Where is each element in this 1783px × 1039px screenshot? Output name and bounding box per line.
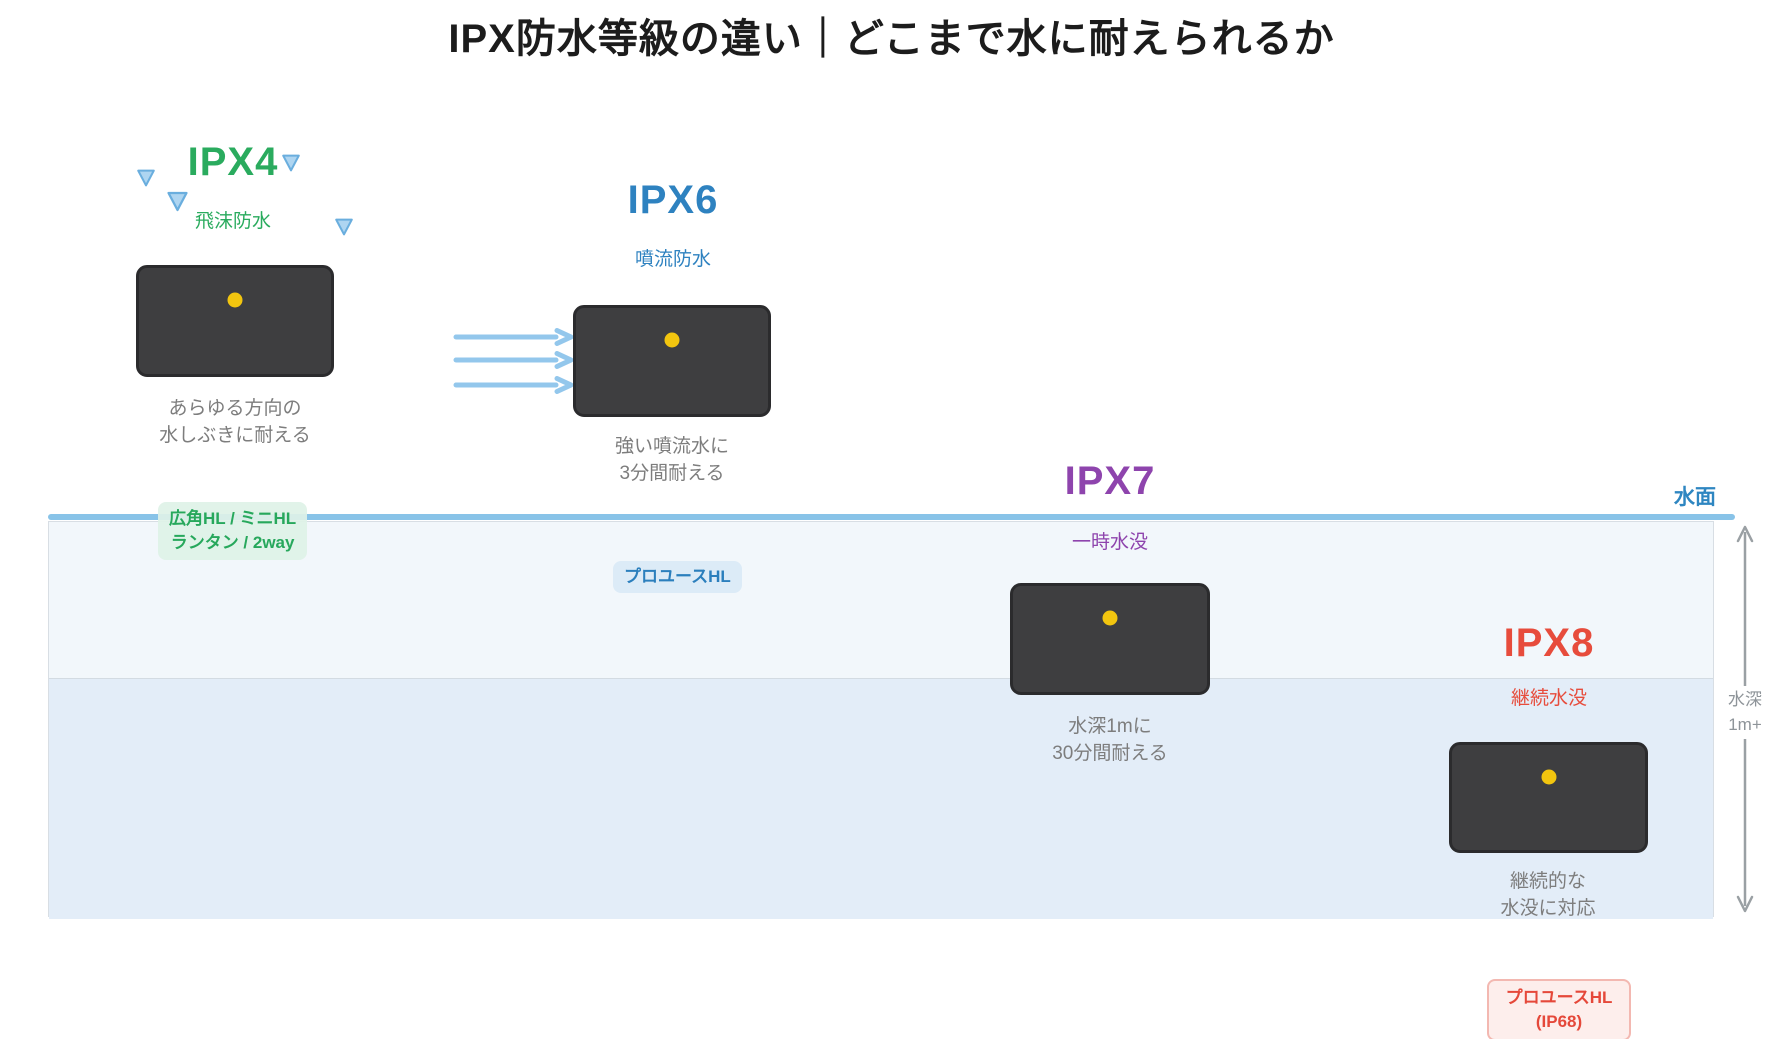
water-droplet-icon [137, 169, 155, 187]
page-title: IPX防水等級の違い｜どこまで水に耐えられるか [448, 17, 1335, 61]
water-jet-arrow-icon [453, 351, 574, 369]
ipx4-products-badge: 広角HL / ミニHL ランタン / 2way [158, 502, 308, 560]
water-droplet-icon [335, 218, 353, 236]
ipx7-type-label: 一時水没 [1071, 532, 1148, 553]
water-jet-arrow-icon [453, 376, 574, 394]
ipx7-caption: 水深1mに 30分間耐える [1000, 714, 1220, 768]
ipx4-headlamp-device [136, 265, 334, 377]
depth-label: 水深 1m+ [1716, 686, 1774, 740]
water-deep-layer [49, 678, 1713, 919]
ipx6-headlamp-device [573, 305, 771, 417]
depth-label-line2: 1m+ [1728, 714, 1762, 734]
ipx7-caption-line2: 30分間耐える [1052, 742, 1168, 764]
ipx7-headlamp-device [1010, 583, 1210, 695]
depth-label-line1: 水深 [1728, 690, 1762, 709]
ipx6-products-line1: プロユースHL [624, 567, 731, 586]
ipx8-lamp-lens-icon [1541, 769, 1556, 784]
ipx6-type-label: 噴流防水 [634, 249, 711, 270]
ipx6-heading: IPX6 [627, 178, 719, 222]
ipx7-lamp-lens-icon [1102, 610, 1118, 626]
ipx4-products-line1: 広角HL / ミニHL [169, 509, 297, 528]
water-jet-arrow-icon [453, 328, 574, 346]
ipx6-caption: 強い噴流水に 3分間耐える [562, 434, 782, 488]
ipx8-products-line1: プロユースHL [1505, 988, 1613, 1007]
ipx7-heading: IPX7 [1064, 459, 1156, 503]
ipx6-caption-line2: 3分間耐える [619, 462, 725, 484]
ipx4-products-line2: ランタン / 2way [170, 532, 295, 552]
water-surface-label: 水面 [1674, 486, 1716, 509]
ipx6-caption-line1: 強い噴流水に [614, 436, 729, 457]
ipx4-lamp-lens-icon [227, 292, 243, 308]
ipx8-products-badge: プロユースHL (IP68) [1487, 979, 1631, 1039]
water-surface-line [48, 514, 1735, 520]
ipx4-heading: IPX4 [187, 140, 279, 184]
ipx8-caption-line1: 継続的な [1509, 871, 1586, 892]
ipx8-products-line2: (IP68) [1535, 1011, 1583, 1031]
ipx6-lamp-lens-icon [664, 332, 680, 348]
ipx8-headlamp-device [1449, 742, 1648, 853]
water-shallow-layer [49, 522, 1713, 678]
ipx8-caption: 継続的な 水没に対応 [1438, 869, 1658, 923]
water-droplet-icon [167, 191, 188, 212]
ipx4-caption: あらゆる方向の 水しぶきに耐える [125, 396, 345, 450]
ipx8-type-label: 継続水没 [1510, 688, 1587, 709]
ipx6-products-badge: プロユースHL [613, 561, 742, 593]
ipx8-heading: IPX8 [1503, 621, 1595, 665]
ipx4-caption-line1: あらゆる方向の [168, 398, 302, 419]
water-body [48, 521, 1714, 919]
ipx4-type-label: 飛沫防水 [194, 211, 271, 232]
water-droplet-icon [282, 154, 300, 172]
ipx7-caption-line1: 水深1mに [1068, 716, 1152, 737]
ipx8-caption-line2: 水没に対応 [1500, 897, 1596, 919]
ipx4-caption-line2: 水しぶきに耐える [159, 424, 311, 446]
